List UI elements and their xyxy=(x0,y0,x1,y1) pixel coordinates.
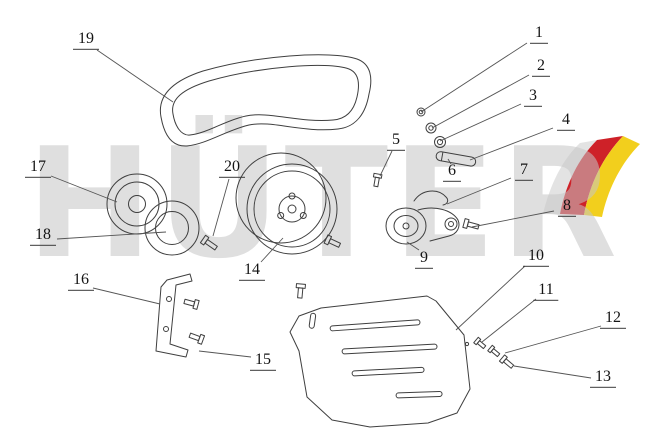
washer-1 xyxy=(416,107,426,117)
callout-1: 1 xyxy=(530,24,548,45)
callout-20: 20 xyxy=(219,158,245,179)
pulley-main xyxy=(235,152,338,255)
callout-10: 10 xyxy=(523,247,549,268)
leader-line-2 xyxy=(431,74,530,129)
cover-slot xyxy=(329,319,421,332)
washer-3 xyxy=(434,136,446,148)
callout-9: 9 xyxy=(415,249,433,270)
callout-2: 2 xyxy=(532,57,550,78)
pin-6 xyxy=(435,151,477,167)
leader-line-15 xyxy=(198,350,252,358)
leader-line-18 xyxy=(56,231,167,240)
callout-12: 12 xyxy=(600,309,626,330)
bolt-5 xyxy=(372,172,383,188)
cover-slot xyxy=(395,390,443,399)
logo-stripe-yellow xyxy=(584,136,640,217)
bolt-12 xyxy=(487,344,501,358)
callout-8: 8 xyxy=(558,197,576,218)
cover-hole xyxy=(464,341,470,347)
bolt-11 xyxy=(473,336,487,350)
leader-line-13 xyxy=(513,365,592,379)
bolt-13 xyxy=(498,354,515,369)
bracket xyxy=(155,273,193,358)
drive-belt xyxy=(159,54,372,147)
callout-7: 7 xyxy=(515,161,533,182)
leader-line-7 xyxy=(446,177,512,205)
callout-14: 14 xyxy=(239,261,265,282)
spring-hook-7 xyxy=(413,190,449,206)
bolt-pulley-side xyxy=(323,234,342,248)
callout-13: 13 xyxy=(590,368,616,389)
cover-plate xyxy=(289,295,471,428)
leader-line-6 xyxy=(447,158,452,165)
leader-line-9 xyxy=(406,241,420,251)
leader-line-11 xyxy=(481,298,537,343)
bolt-pulley-bottom xyxy=(295,283,306,299)
leader-line-12 xyxy=(504,325,602,354)
bolt-15a xyxy=(183,298,200,310)
leader-line-8 xyxy=(471,210,555,228)
cover-slot xyxy=(341,343,438,355)
leader-line-14 xyxy=(260,237,284,263)
logo-stripe-gray xyxy=(543,140,597,214)
leader-line-16 xyxy=(92,287,161,305)
callout-3: 3 xyxy=(524,87,542,108)
watermark-text: HÜTER xyxy=(25,115,622,292)
callout-17: 17 xyxy=(25,158,51,179)
leader-line-3 xyxy=(439,103,522,142)
leader-line-20 xyxy=(212,178,230,237)
callout-15: 15 xyxy=(250,351,276,372)
cover-slot xyxy=(351,366,425,377)
callout-6: 6 xyxy=(443,162,461,183)
logo-stripe-red xyxy=(560,136,623,215)
leader-line-1 xyxy=(420,42,528,113)
leader-line-4 xyxy=(469,127,554,161)
pulley-flange-ring xyxy=(144,200,200,256)
washer-2 xyxy=(425,122,437,134)
tensioner-arm xyxy=(417,207,460,242)
leader-line-5 xyxy=(379,150,393,177)
callout-19: 19 xyxy=(73,30,99,51)
callout-4: 4 xyxy=(557,111,575,132)
cover-tab-slot xyxy=(308,312,317,329)
callout-16: 16 xyxy=(68,271,94,292)
bolt-8 xyxy=(462,218,480,230)
leader-line-19 xyxy=(96,49,174,103)
leader-line-10 xyxy=(455,265,526,331)
callout-5: 5 xyxy=(387,131,405,152)
leader-line-17 xyxy=(50,175,118,203)
tensioner-roller xyxy=(385,207,427,245)
callout-18: 18 xyxy=(30,226,56,247)
bolt-15b xyxy=(188,332,206,345)
bolt-20 xyxy=(199,234,218,251)
callout-11: 11 xyxy=(533,281,559,302)
